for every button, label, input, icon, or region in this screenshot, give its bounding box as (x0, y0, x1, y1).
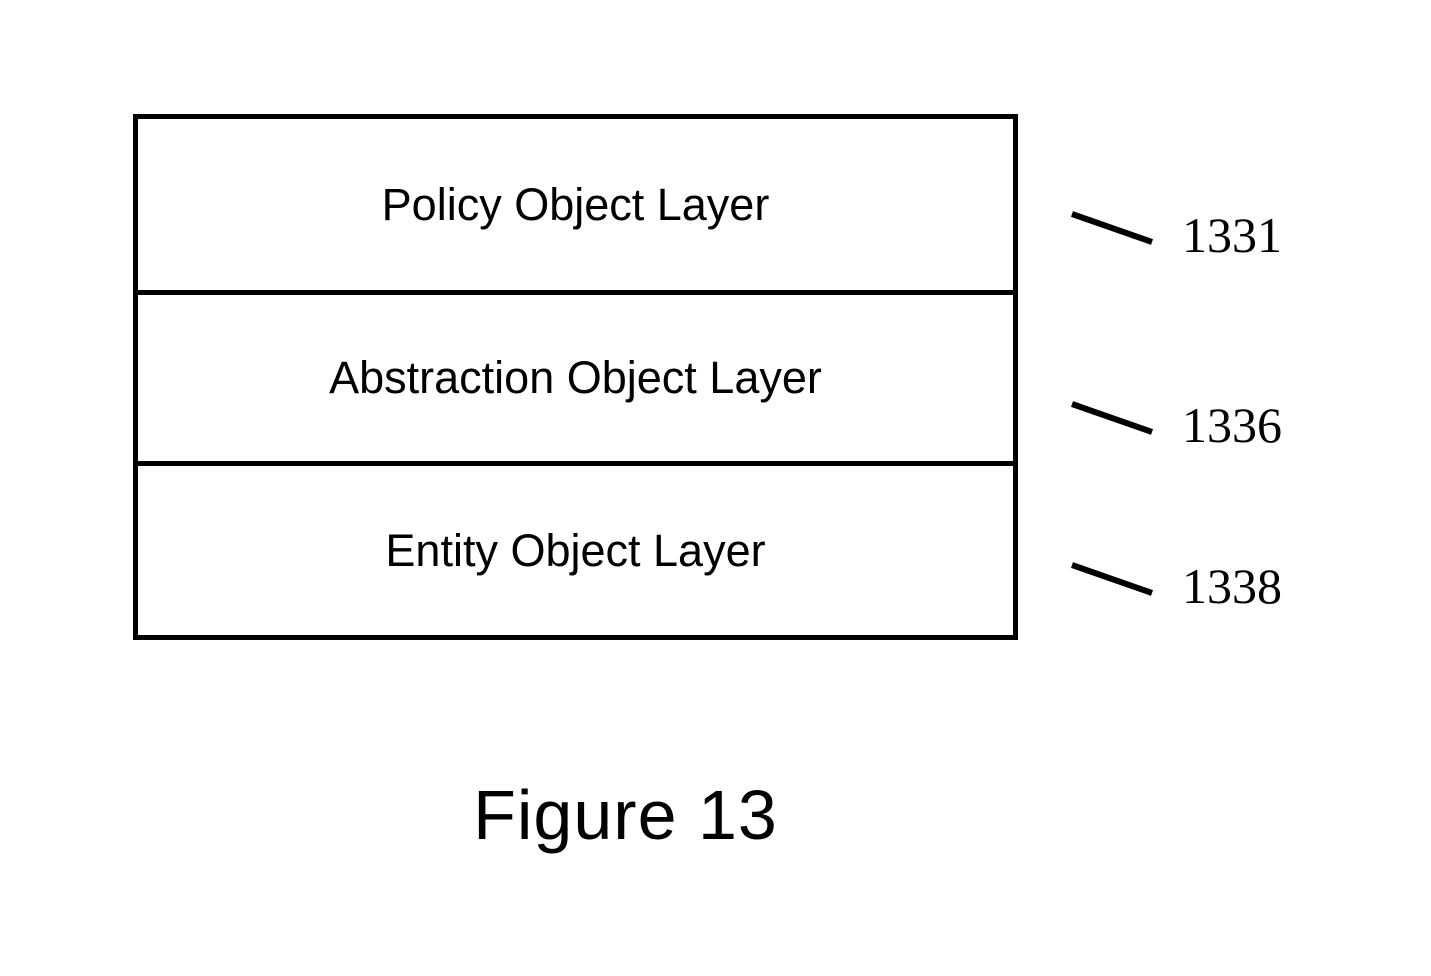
reference-numeral-1336: 1336 (1182, 397, 1282, 453)
layer-band-entity-object: Entity Object Layer (138, 461, 1013, 635)
leader-line-icon (1071, 211, 1153, 245)
reference-numeral-1331: 1331 (1182, 207, 1282, 263)
figure-caption: Figure 13 (473, 776, 778, 854)
layer-label-entity-object: Entity Object Layer (385, 525, 766, 577)
layer-label-abstraction-object: Abstraction Object Layer (329, 352, 822, 404)
layer-label-policy-object: Policy Object Layer (381, 178, 770, 230)
reference-numeral-1338: 1338 (1182, 558, 1282, 614)
leader-line-icon (1071, 401, 1153, 435)
callout-policy-object: 1331 (1060, 198, 1360, 268)
layer-band-abstraction-object: Abstraction Object Layer (138, 289, 1013, 462)
layer-band-policy-object: Policy Object Layer (138, 119, 1013, 290)
leader-line-icon (1071, 562, 1153, 596)
layer-stack-diagram: Policy Object Layer Abstraction Object L… (133, 114, 1018, 640)
callout-entity-object: 1338 (1060, 549, 1360, 619)
callout-abstraction-object: 1336 (1060, 388, 1360, 458)
